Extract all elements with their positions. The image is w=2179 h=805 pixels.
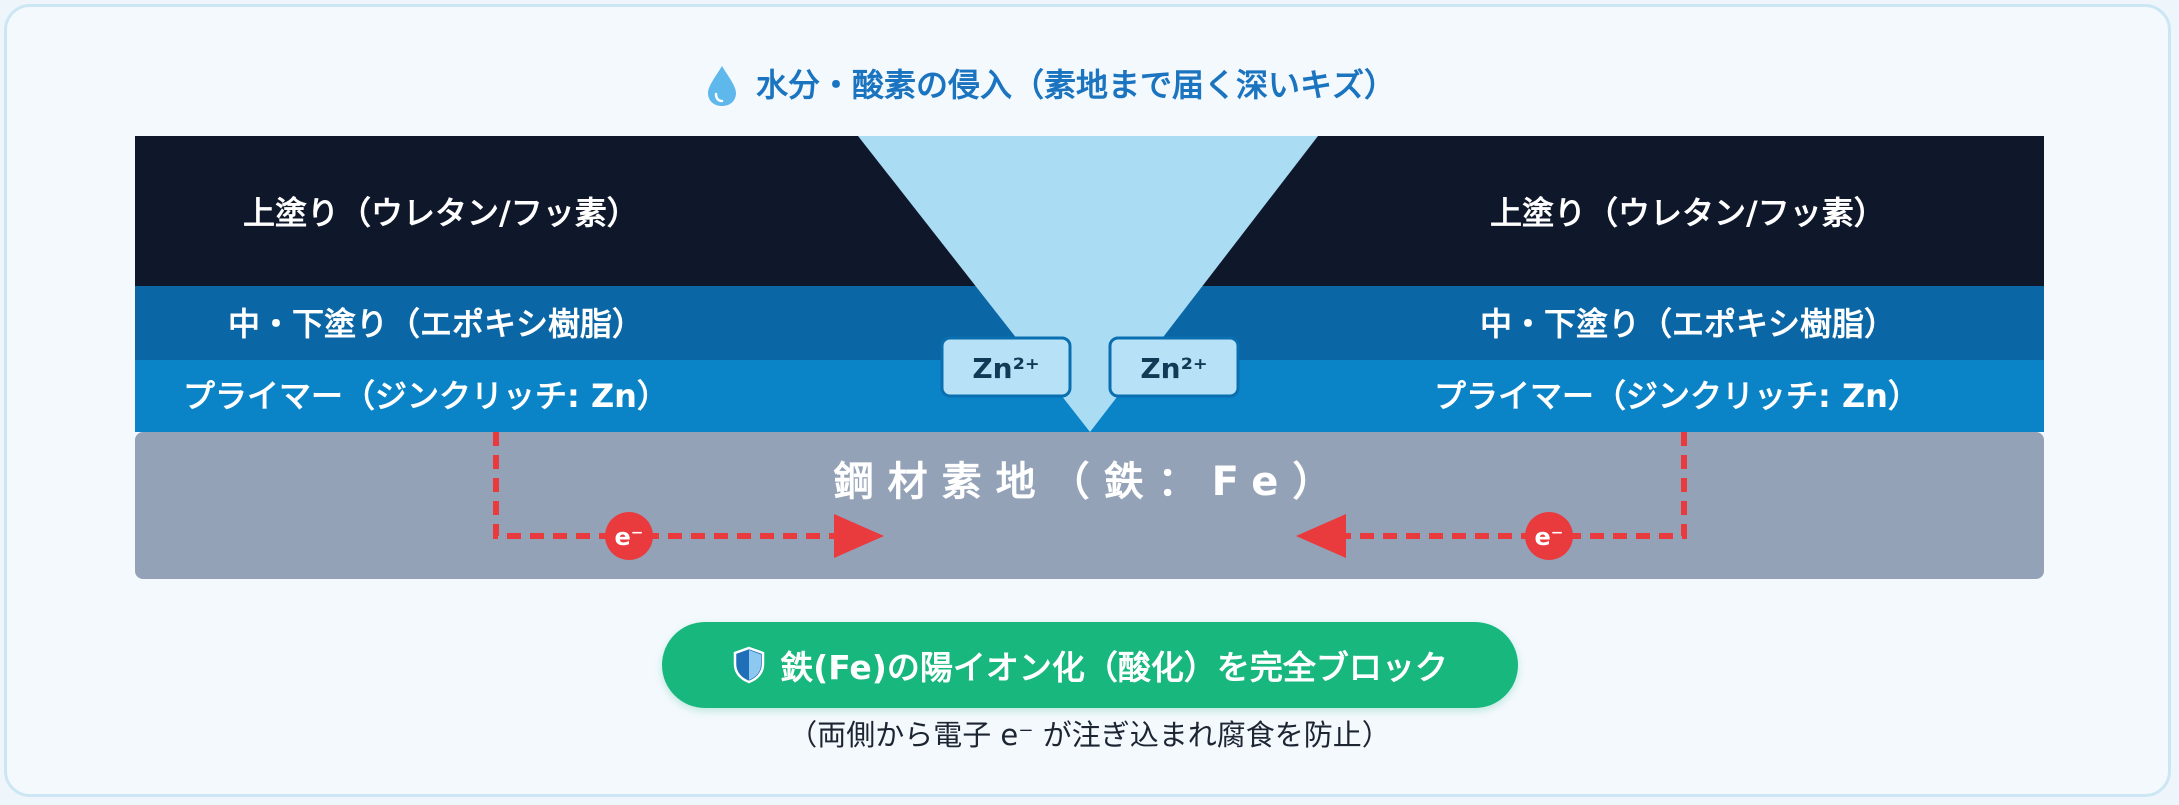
steel-substrate (135, 432, 2044, 579)
scratch-water-wedge (858, 136, 1318, 432)
zinc-ion-left-label: Zn²⁺ (972, 352, 1039, 385)
top-coat-label-right: 上塗り（ウレタン/フッ素） (1490, 194, 1886, 232)
zinc-ion-right: Zn²⁺ (1108, 336, 1240, 398)
electron-label-right: e⁻ (1535, 523, 1564, 551)
mid-coat-label-left: 中・下塗り（エポキシ樹脂） (228, 305, 644, 343)
diagram-title: 水分・酸素の侵入（素地まで届く深いキズ） (756, 66, 1396, 104)
top-coat-label-left: 上塗り（ウレタン/フッ素） (243, 194, 639, 232)
result-badge: 鉄(Fe)の陽イオン化（酸化）を完全ブロック (662, 622, 1518, 708)
electron-path-left (493, 432, 840, 539)
electron-badge-right: e⁻ (1525, 512, 1573, 560)
shield-icon (733, 646, 765, 684)
steel-label: 鋼材素地（鉄：Fe） (834, 459, 1347, 505)
primer-label-right: プライマー（ジンクリッチ: Zn） (1434, 377, 1920, 415)
zinc-ion-left: Zn²⁺ (940, 336, 1072, 398)
electron-arrow-right (1296, 514, 1346, 558)
result-note: （両側から電子 e⁻ が注ぎ込まれ腐食を防止） (788, 718, 1391, 752)
electron-label-left: e⁻ (615, 523, 644, 551)
zinc-ion-right-label: Zn²⁺ (1140, 352, 1207, 385)
primer-label-left: プライマー（ジンクリッチ: Zn） (183, 377, 669, 415)
electron-path-right (1340, 432, 1687, 539)
result-label: 鉄(Fe)の陽イオン化（酸化）を完全ブロック (780, 648, 1448, 687)
water-drop-icon (708, 66, 736, 106)
electron-arrow-left (834, 514, 884, 558)
electron-badge-left: e⁻ (605, 512, 653, 560)
mid-coat-label-right: 中・下塗り（エポキシ樹脂） (1480, 305, 1896, 343)
